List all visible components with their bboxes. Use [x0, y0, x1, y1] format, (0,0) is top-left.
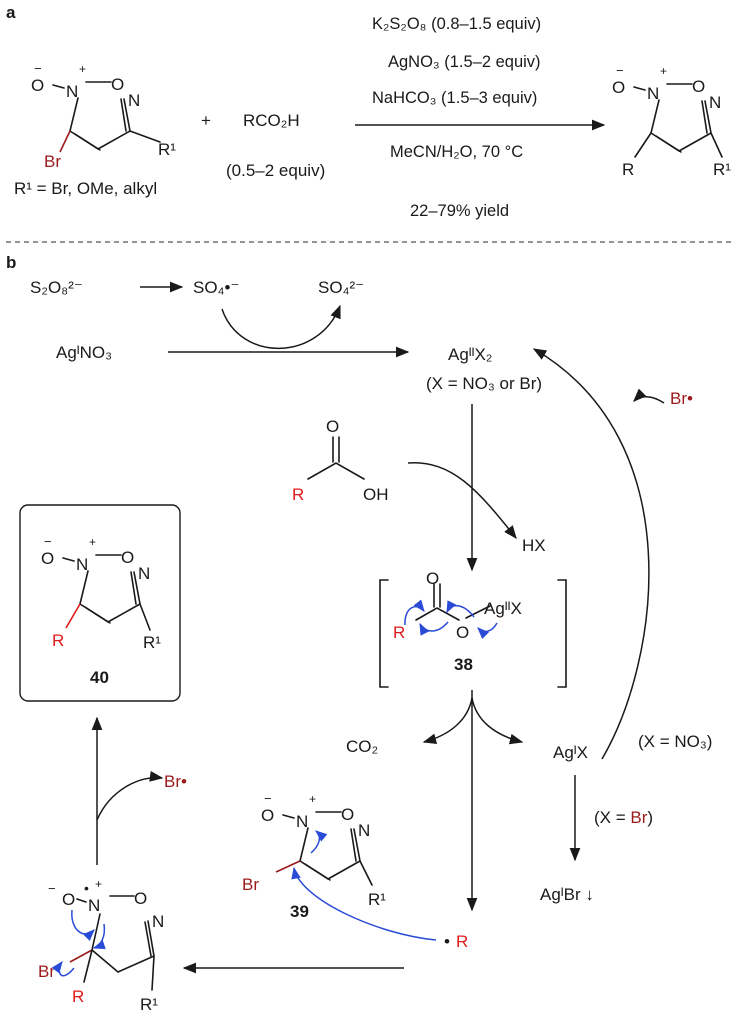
charge-plus: +: [309, 792, 316, 806]
substituent-r1: R¹: [140, 995, 158, 1014]
product-40-box: [19, 504, 181, 702]
silver-nitrate: AgᴵNO₃: [56, 343, 112, 362]
charge-minus: −: [264, 791, 272, 806]
atom-n: N: [296, 812, 308, 831]
reaction-yield: 22–79% yield: [410, 202, 509, 220]
charge-plus: +: [660, 64, 667, 78]
br-radical-top: Br•: [670, 389, 693, 408]
atom-o: O: [62, 890, 75, 909]
br-radical-bottom: Br•: [164, 772, 187, 791]
carboxylic-acid-structure: O OH R: [292, 417, 389, 504]
atom-o: O: [31, 76, 44, 95]
panel-b-label: b: [6, 253, 16, 272]
x-definition: (X = NO₃ or Br): [426, 374, 542, 393]
reagent-bicarbonate: NaHCO₃ (1.5–3 equiv): [372, 89, 537, 107]
carboxylic-acid: RCO₂H: [243, 111, 300, 130]
persulfate: S₂O₈²⁻: [30, 278, 83, 297]
label-39: 39: [290, 902, 309, 921]
atom-n: N: [76, 555, 88, 574]
charge-minus: −: [48, 881, 56, 896]
atom-o: O: [121, 548, 134, 567]
atom-n: N: [152, 912, 164, 931]
reaction-conditions: MeCN/H₂O, 70 °C: [390, 143, 523, 161]
substituent-r1: R¹: [158, 140, 176, 159]
r1-definition: R¹ = Br, OMe, alkyl: [14, 179, 157, 198]
radical-r: R: [456, 932, 468, 951]
atom-o: O: [261, 806, 274, 825]
arrow-br-radical-in: [633, 388, 665, 404]
substituent-r: R: [72, 987, 84, 1006]
hx: HX: [522, 536, 546, 555]
atom-o: O: [456, 623, 469, 642]
arrow-br-radical-out: [96, 771, 164, 821]
atom-br: Br: [44, 152, 61, 171]
atom-o: O: [134, 889, 147, 908]
charge-minus: −: [34, 61, 42, 76]
arrow-to-co2: [422, 697, 473, 745]
furoxan-40: N + O N O − R R¹ 40: [41, 534, 161, 687]
atom-o: O: [111, 75, 124, 94]
atom-n: N: [138, 564, 150, 583]
atom-n: N: [358, 821, 370, 840]
atom-o: O: [612, 78, 625, 97]
charge-minus: −: [44, 534, 52, 549]
label-40: 40: [90, 668, 109, 687]
substituent-r1: R¹: [713, 160, 731, 179]
atom-br: Br: [38, 962, 55, 981]
svg-text:•: •: [84, 880, 89, 896]
arrow-silver-regeneration: [532, 348, 650, 760]
atom-n: N: [128, 91, 140, 110]
silver-i-x: AgᴵX: [553, 743, 588, 762]
x-equals-br: (X = Br): [594, 808, 653, 827]
furoxan-product: N + O N O − R R¹: [612, 63, 731, 179]
hydroxyl: OH: [363, 485, 389, 504]
sulfate-radical: SO₄•⁻: [193, 278, 239, 297]
atom-o: O: [326, 417, 339, 436]
radical-addition-arrow: [291, 866, 437, 941]
atom-o: O: [692, 77, 705, 96]
substituent-r: R: [292, 485, 304, 504]
ag-ii-x: AgᴵᴵX: [484, 599, 522, 618]
label-38: 38: [454, 655, 473, 674]
charge-plus: +: [89, 535, 96, 549]
arrow-to-agx: [471, 697, 524, 745]
atom-n: N: [66, 82, 78, 101]
atom-br: Br: [242, 875, 259, 894]
reagent-silver-nitrate: AgNO₃ (1.5–2 equiv): [388, 53, 541, 71]
charge-minus: −: [616, 63, 624, 78]
atom-n: N: [647, 84, 659, 103]
charge-plus: +: [79, 62, 86, 76]
substituent-r1: R¹: [368, 890, 386, 909]
arrow-acid-to-hx: [407, 462, 517, 540]
substituent-r: R: [393, 623, 405, 642]
substituent-r1: R¹: [143, 633, 161, 652]
furoxan-starting-material: N + O N O − Br R¹: [31, 61, 176, 171]
intermediate-38: O O AgᴵᴵX R 38: [379, 569, 567, 688]
atom-o: O: [341, 805, 354, 824]
atom-n: N: [709, 93, 721, 112]
arrow-sulfate-consumption: [221, 304, 341, 350]
silver-bromide: AgᴵBr ↓: [540, 885, 594, 904]
sulfate: SO₄²⁻: [318, 278, 364, 297]
silver-ii: AgᴵᴵX₂: [448, 345, 492, 364]
radical-adduct: N • + O N O − Br R R¹: [38, 877, 164, 1014]
svg-text:•: •: [444, 932, 450, 951]
atom-n: N: [88, 896, 100, 915]
acid-equiv: (0.5–2 equiv): [226, 161, 325, 180]
atom-o: O: [41, 549, 54, 568]
reagent-persulfate: K₂S₂O₈ (0.8–1.5 equiv): [372, 15, 541, 33]
charge-plus: +: [95, 877, 102, 891]
co2: CO₂: [346, 737, 378, 756]
substituent-r: R: [622, 160, 634, 179]
plus-sign: +: [201, 111, 211, 130]
atom-o: O: [426, 569, 439, 588]
substituent-r: R: [52, 631, 64, 650]
panel-a-label: a: [6, 3, 16, 22]
furoxan-39: N + O N O − Br R¹ 39: [242, 791, 386, 921]
x-equals-no3: (X = NO₃): [638, 732, 712, 751]
